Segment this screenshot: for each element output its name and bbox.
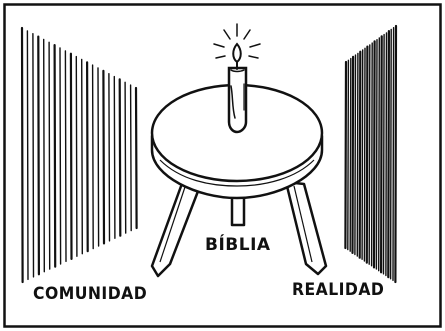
curtain-stroke (372, 40, 376, 269)
curtain-left (20, 26, 138, 284)
curtain-stroke (380, 35, 383, 274)
curtain-stroke (108, 72, 111, 242)
curtain-stroke (118, 78, 122, 237)
curtain-stroke (385, 32, 388, 277)
curtain-stroke (43, 38, 45, 273)
label-realidad: REALIDAD (292, 280, 385, 300)
curtain-stroke (53, 43, 57, 268)
curtain-stroke (129, 84, 132, 232)
curtain-stroke (20, 26, 24, 284)
curtain-stroke (382, 33, 385, 275)
curtain-stroke (375, 39, 378, 270)
curtain-stroke (134, 86, 138, 230)
curtain-stroke (85, 61, 89, 253)
candle-rays (213, 23, 261, 59)
curtain-stroke (389, 28, 392, 280)
curtain-stroke (113, 75, 116, 240)
curtain-stroke (75, 55, 78, 257)
candle-flame (232, 42, 242, 64)
candle-body (227, 66, 248, 134)
curtain-stroke (370, 42, 373, 267)
curtain-stroke (48, 41, 51, 270)
stool-leg-right (284, 180, 328, 276)
curtain-stroke (378, 37, 380, 272)
label-comunidad: COMUNIDAD (33, 284, 148, 304)
curtain-stroke (37, 35, 41, 276)
curtain-stroke (97, 67, 100, 247)
curtain-stroke (368, 44, 371, 265)
curtain-stroke (363, 47, 366, 262)
curtain-stroke (358, 50, 362, 259)
curtain-stroke (64, 50, 67, 263)
curtain-stroke (102, 69, 106, 245)
curtain-stroke (361, 49, 364, 260)
label-biblia: BÍBLIA (205, 235, 271, 255)
curtain-stroke (344, 60, 348, 250)
curtain-stroke (365, 45, 369, 264)
curtain-stroke (80, 58, 84, 255)
curtain-stroke (351, 55, 355, 254)
curtain-stroke (69, 52, 73, 260)
curtain-stroke (91, 64, 94, 250)
curtain-stroke (59, 47, 62, 265)
curtain-stroke (392, 27, 395, 282)
curtain-stroke (124, 81, 127, 234)
curtain-stroke (32, 33, 35, 278)
curtain-stroke (394, 24, 398, 284)
curtain-stroke (349, 57, 352, 252)
curtain-stroke (26, 30, 29, 281)
curtain-stroke (387, 30, 390, 279)
curtain-right (344, 24, 398, 284)
curtain-stroke (354, 54, 357, 256)
candle-icon (213, 23, 261, 134)
curtain-stroke (356, 52, 359, 257)
curtain-stroke (347, 59, 350, 251)
stool-leg-center (230, 194, 246, 227)
